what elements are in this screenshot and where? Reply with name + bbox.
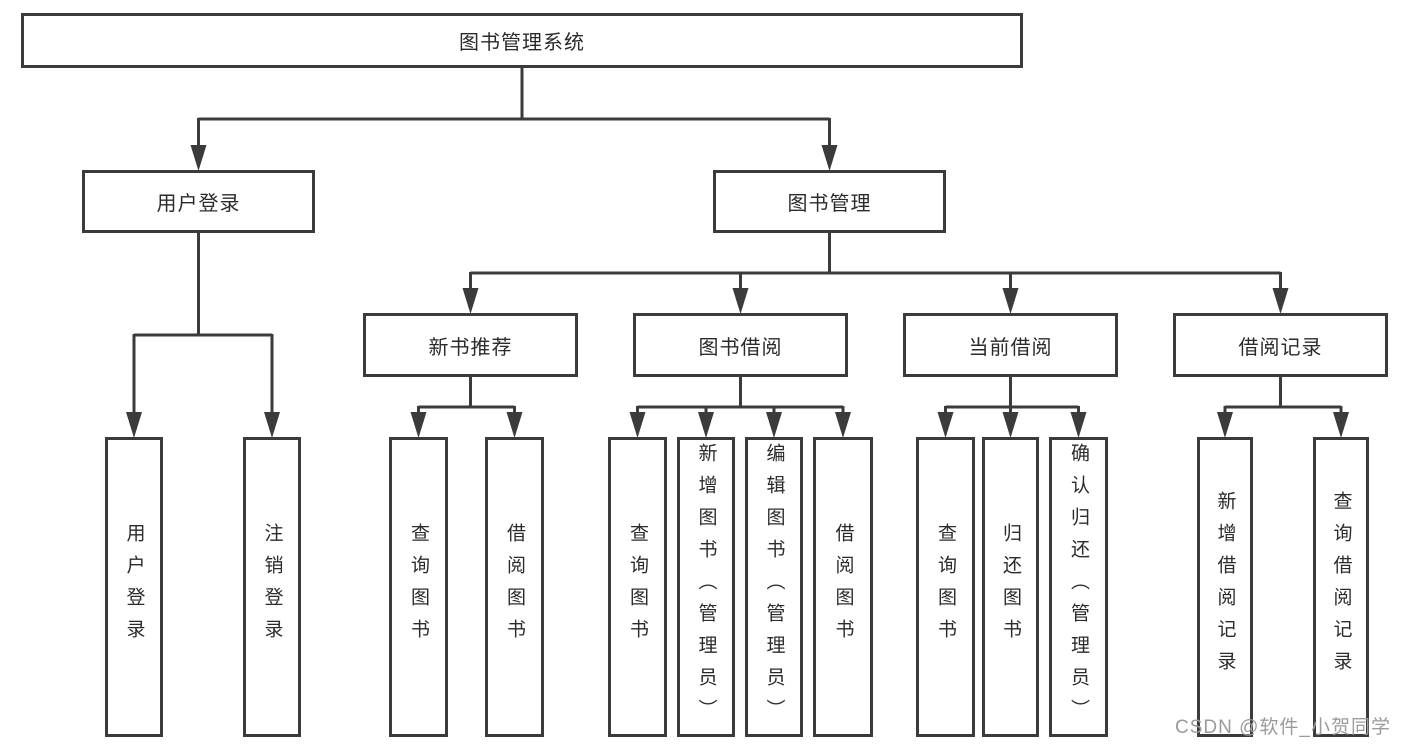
node-library-system: 图书管理系统 <box>21 13 1023 68</box>
node-label: 用户登录 <box>156 193 241 215</box>
leaf-query-books-recommend: 查询图书 <box>389 437 448 737</box>
leaf-return-books: 归还图书 <box>982 437 1039 737</box>
node-label: 图书管理系统 <box>459 32 585 54</box>
node-book-borrowing: 图书借阅 <box>633 313 848 377</box>
leaf-add-borrow-record: 新增借阅记录 <box>1197 437 1253 737</box>
node-label: 归还图书 <box>1000 523 1021 651</box>
leaf-user-login: 用户登录 <box>105 437 163 737</box>
node-label: 借阅记录 <box>1238 336 1323 359</box>
node-label: 借阅图书 <box>504 523 525 651</box>
node-label: 图书管理 <box>787 193 872 215</box>
leaf-query-books-borrowing: 查询图书 <box>608 437 667 737</box>
node-label: 用户登录 <box>123 523 145 651</box>
node-label: 新书推荐 <box>428 336 513 359</box>
node-label: 查询借阅记录 <box>1330 491 1352 683</box>
node-label: 编辑图书（管理员） <box>763 443 785 731</box>
node-user-login: 用户登录 <box>82 170 315 233</box>
node-label: 借阅图书 <box>832 523 854 651</box>
node-label: 图书借阅 <box>698 336 783 359</box>
node-label: 新增借阅记录 <box>1214 491 1236 683</box>
leaf-add-books-admin: 新增图书（管理员） <box>677 437 735 737</box>
node-current-borrowing: 当前借阅 <box>903 313 1118 377</box>
leaf-borrow-books-recommend: 借阅图书 <box>485 437 544 737</box>
leaf-query-borrow-record: 查询借阅记录 <box>1313 437 1369 737</box>
node-label: 注销登录 <box>261 523 283 651</box>
node-label: 当前借阅 <box>968 336 1053 359</box>
node-label: 查询图书 <box>935 523 956 651</box>
node-book-management: 图书管理 <box>713 170 946 233</box>
node-label: 新增图书（管理员） <box>695 443 717 731</box>
node-label: 查询图书 <box>627 523 648 651</box>
leaf-query-books-current: 查询图书 <box>916 437 975 737</box>
node-new-book-recommendation: 新书推荐 <box>363 313 578 377</box>
csdn-watermark: CSDN @软件_小贺同学 <box>1175 717 1391 738</box>
leaf-borrow-books: 借阅图书 <box>813 437 873 737</box>
leaf-logout: 注销登录 <box>243 437 301 737</box>
node-label: 确认归还（管理员） <box>1068 443 1089 731</box>
leaf-edit-books-admin: 编辑图书（管理员） <box>745 437 803 737</box>
node-borrowing-records: 借阅记录 <box>1173 313 1388 377</box>
leaf-confirm-return-admin: 确认归还（管理员） <box>1049 437 1108 737</box>
node-label: 查询图书 <box>408 523 429 651</box>
